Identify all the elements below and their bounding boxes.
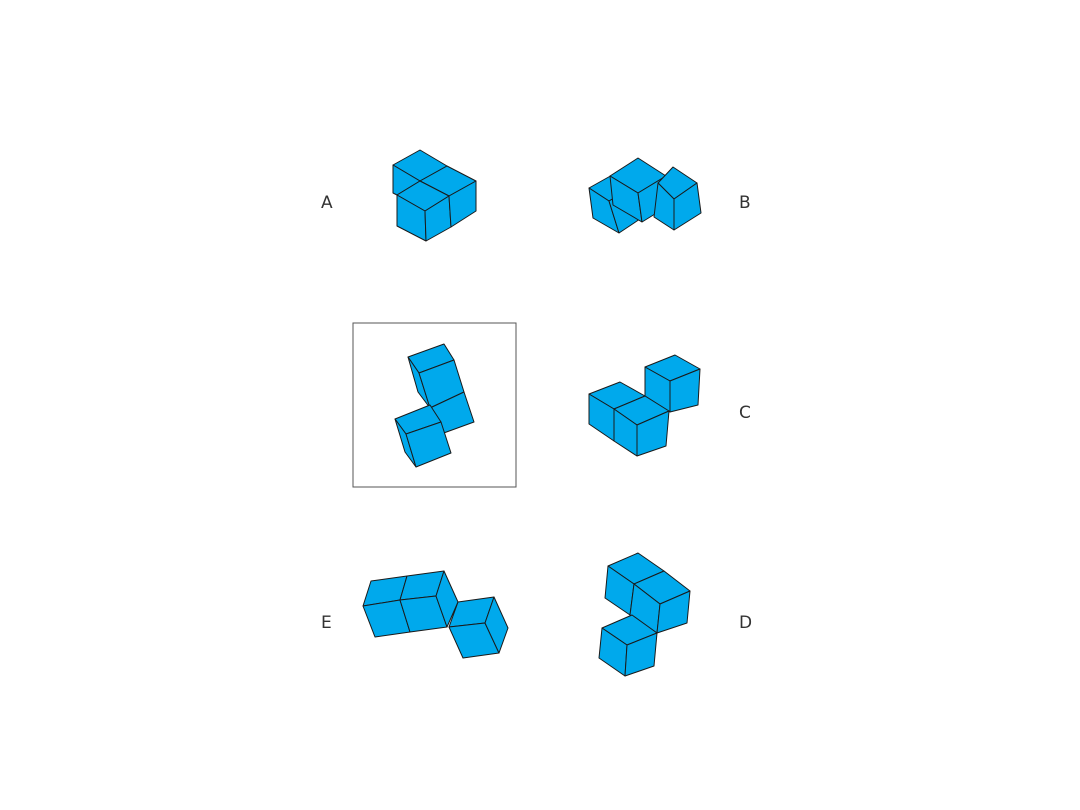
reference-shape bbox=[394, 343, 475, 468]
option-e-shape[interactable] bbox=[362, 570, 509, 659]
reference-frame bbox=[352, 322, 517, 488]
option-label-a: A bbox=[321, 193, 333, 213]
option-label-b: B bbox=[739, 193, 751, 213]
option-d-shape[interactable] bbox=[598, 552, 691, 677]
option-label-e: E bbox=[321, 613, 332, 633]
option-b-shape[interactable] bbox=[588, 157, 702, 234]
option-label-c: C bbox=[739, 403, 751, 423]
option-c-shape[interactable] bbox=[588, 354, 701, 457]
option-label-d: D bbox=[739, 613, 752, 633]
option-a-shape[interactable] bbox=[392, 149, 477, 242]
